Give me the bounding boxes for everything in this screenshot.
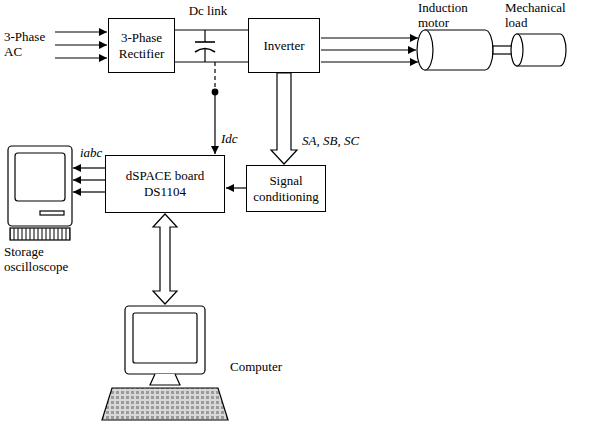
connector [175, 61, 248, 62]
ac-input-arrows [55, 32, 107, 58]
connector [271, 73, 297, 164]
text-label: Storage oscilloscope [4, 245, 94, 275]
computer-icon [102, 306, 228, 420]
box-text: 3-Phase Rectifier [112, 30, 171, 61]
process-box: dSPACE board DS1104 [105, 155, 225, 213]
text-label: Mechanical load [505, 1, 579, 31]
connector [175, 29, 248, 30]
process-box: Inverter [248, 18, 320, 73]
box-text: Inverter [263, 38, 304, 54]
text-label: iabc [80, 146, 102, 161]
signal-label: SA, SB, SC [300, 134, 361, 149]
process-box: 3-Phase Rectifier [108, 18, 175, 73]
motor-supply-arrows [321, 38, 418, 62]
text-label: Dc link [183, 4, 233, 19]
capacitor-symbol [195, 30, 215, 62]
current-sensor-tap [212, 62, 218, 154]
data-link-arrow [153, 214, 177, 304]
text-label: Idc [221, 132, 238, 147]
box-text: Signal conditioning [250, 173, 322, 204]
text-label: Computer [230, 360, 282, 375]
scope-arrows [73, 168, 105, 192]
box-text: dSPACE board DS1104 [119, 168, 211, 199]
text-label: Induction motor [418, 1, 490, 31]
motor-symbol [417, 30, 566, 70]
text-label: 3-Phase AC [4, 30, 54, 60]
oscilloscope-icon [8, 146, 72, 240]
connector [226, 187, 246, 188]
process-box: Signal conditioning [246, 165, 326, 212]
